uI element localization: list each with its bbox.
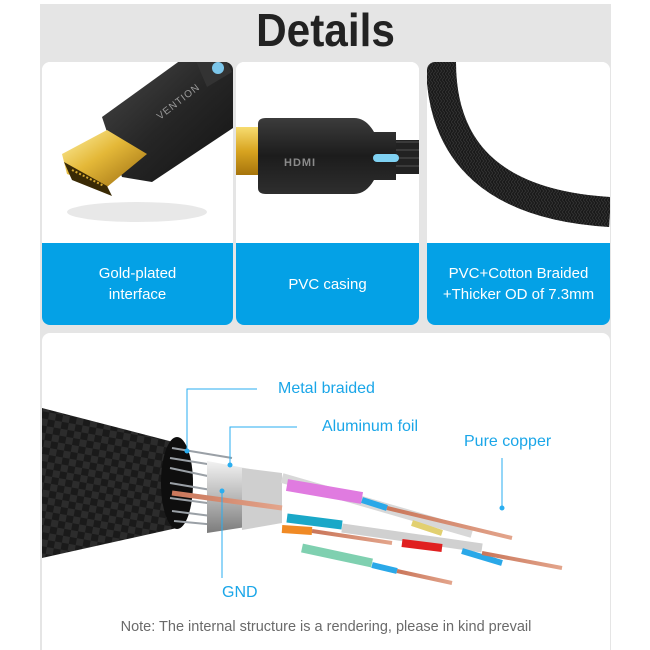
page-title: Details bbox=[256, 4, 395, 56]
caption-line: PVC+Cotton Braided bbox=[448, 265, 589, 282]
feature-card-gold-plated: VENTION Gold-plated interface bbox=[42, 62, 233, 325]
rendering-note: Note: The internal structure is a render… bbox=[120, 619, 532, 635]
callout-gnd: GND bbox=[222, 584, 258, 601]
feature-card-braided: PVC+Cotton Braided +Thicker OD of 7.3mm bbox=[427, 62, 610, 325]
svg-text:HDMI: HDMI bbox=[284, 157, 316, 169]
callout-metal-braided: Metal braided bbox=[278, 380, 375, 397]
cable-cross-section-diagram bbox=[42, 388, 563, 585]
callout-pure-copper: Pure copper bbox=[464, 433, 552, 450]
braided-cable-icon bbox=[427, 62, 610, 227]
caption-braided: PVC+Cotton Braided +Thicker OD of 7.3mm bbox=[427, 243, 610, 325]
caption-pvc-casing: PVC casing bbox=[236, 243, 419, 325]
caption-line: Gold-plated bbox=[98, 265, 177, 282]
hdmi-plug-icon: HDMI bbox=[236, 118, 419, 194]
hdmi-gold-connector-image: VENTION bbox=[42, 62, 233, 243]
callout-aluminum-foil: Aluminum foil bbox=[322, 418, 419, 435]
caption-gold-plated: Gold-plated interface bbox=[42, 243, 233, 325]
caption-line: interface bbox=[108, 286, 167, 303]
cable-structure-card: Metal braided Aluminum foil Pure copper … bbox=[42, 333, 610, 650]
caption-line: PVC casing bbox=[288, 275, 367, 293]
feature-card-pvc-casing: HDMI PVC casing bbox=[236, 62, 419, 325]
braided-cable-image bbox=[427, 62, 610, 243]
hdmi-plug-side-image: HDMI bbox=[236, 62, 419, 243]
caption-line: +Thicker OD of 7.3mm bbox=[442, 286, 595, 303]
hdmi-connector-icon: VENTION bbox=[62, 62, 233, 222]
